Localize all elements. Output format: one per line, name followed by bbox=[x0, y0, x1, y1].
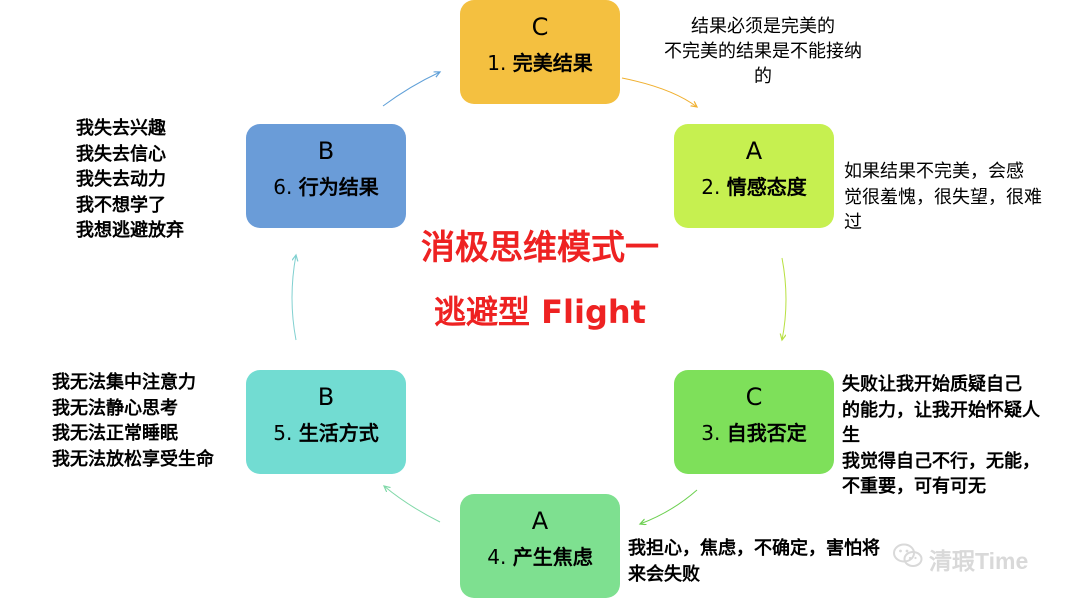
box-label: 生活方式 bbox=[298, 421, 379, 445]
box-letter: A bbox=[745, 137, 763, 165]
note-behavior: 我失去兴趣 我失去信心 我失去动力 我不想学了 我想逃避放弃 bbox=[76, 118, 184, 241]
watermark-text: 清瑕Time bbox=[929, 548, 1029, 574]
box-a2: A 2. 情感态度 bbox=[674, 124, 834, 228]
box-letter: C bbox=[745, 383, 763, 411]
diagram-subtitle: 逃避型 Flight bbox=[434, 293, 646, 331]
box-letter: C bbox=[531, 13, 549, 41]
box-letter: A bbox=[531, 507, 549, 535]
box-number: 2. bbox=[701, 175, 721, 199]
box-label: 自我否定 bbox=[726, 421, 807, 445]
note-lifestyle: 我无法集中注意力 我无法静心思考 我无法正常睡眠 我无法放松享受生命 bbox=[52, 372, 214, 470]
box-label: 行为结果 bbox=[298, 175, 379, 199]
arrow-3-to-4 bbox=[640, 489, 698, 524]
diagram-title: 消极思维模式一 bbox=[421, 228, 659, 268]
note-emotion: 如果结果不完美，会感 觉很羞愧，很失望，很难 过 bbox=[844, 161, 1042, 233]
box-number: 4. bbox=[487, 545, 507, 569]
arrow-6-to-1 bbox=[382, 72, 440, 107]
note-perfect-result: 结果必须是完美的 不完美的结果是不能接纳 的 bbox=[664, 16, 862, 87]
arrow-2-to-3 bbox=[782, 257, 787, 340]
box-b5: B 5. 生活方式 bbox=[246, 370, 406, 474]
arrow-4-to-5 bbox=[384, 486, 441, 523]
arrow-5-to-6 bbox=[291, 255, 296, 341]
box-c3: C 3. 自我否定 bbox=[674, 370, 834, 474]
box-b6: B 6. 行为结果 bbox=[246, 124, 406, 228]
box-number: 3. bbox=[701, 421, 721, 445]
watermark: 清瑕Time bbox=[893, 541, 1028, 577]
box-a4: A 4. 产生焦虑 bbox=[460, 494, 620, 598]
wechat-icon bbox=[893, 543, 923, 575]
box-number: 1. bbox=[487, 51, 507, 75]
box-letter: B bbox=[317, 383, 335, 411]
box-letter: B bbox=[317, 137, 335, 165]
note-anxiety: 我担心，焦虑，不确定，害怕将 来会失败 bbox=[628, 538, 880, 585]
box-label: 产生焦虑 bbox=[512, 545, 593, 569]
box-label: 情感态度 bbox=[726, 175, 807, 199]
arrow-1-to-2 bbox=[621, 77, 697, 107]
box-c1: C 1. 完美结果 bbox=[460, 0, 620, 104]
note-self-denial: 失败让我开始质疑自己 的能力，让我开始怀疑人 生 我觉得自己不行，无能， 不重要… bbox=[842, 374, 1040, 497]
box-number: 6. bbox=[273, 175, 293, 199]
box-number: 5. bbox=[273, 421, 293, 445]
box-label: 完美结果 bbox=[512, 51, 593, 75]
